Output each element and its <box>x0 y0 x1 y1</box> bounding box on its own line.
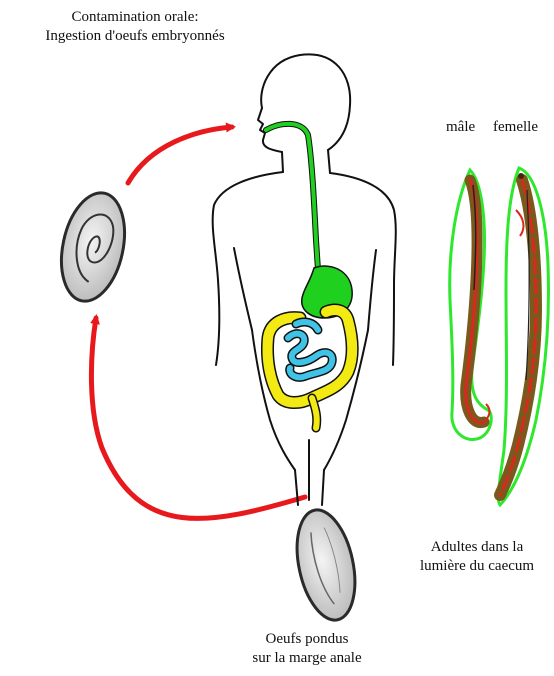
adults-caption: Adultes dans la lumière du caecum <box>400 538 554 576</box>
female-worm <box>498 168 548 505</box>
human-body-outline <box>213 54 396 505</box>
oral-contamination-caption: Contamination orale: Ingestion d'oeufs e… <box>10 8 260 46</box>
male-label: mâle <box>446 118 475 137</box>
oral-caption-line-2: Ingestion d'oeufs embryonnés <box>10 27 260 46</box>
laid-egg <box>288 505 364 626</box>
digestive-system <box>266 124 352 428</box>
eggs-caption-line-1: Oeufs pondus <box>232 630 382 649</box>
eggs-caption: Oeufs pondus sur la marge anale <box>232 630 382 668</box>
eggs-caption-line-2: sur la marge anale <box>232 649 382 668</box>
male-worm <box>450 170 492 440</box>
oral-caption-line-1: Contamination orale: <box>10 8 260 27</box>
arrow-egg-to-mouth <box>128 127 232 183</box>
female-label: femelle <box>493 118 538 137</box>
embryonated-egg <box>52 187 134 307</box>
adults-caption-line-2: lumière du caecum <box>400 557 554 576</box>
adults-caption-line-1: Adultes dans la <box>400 538 554 557</box>
